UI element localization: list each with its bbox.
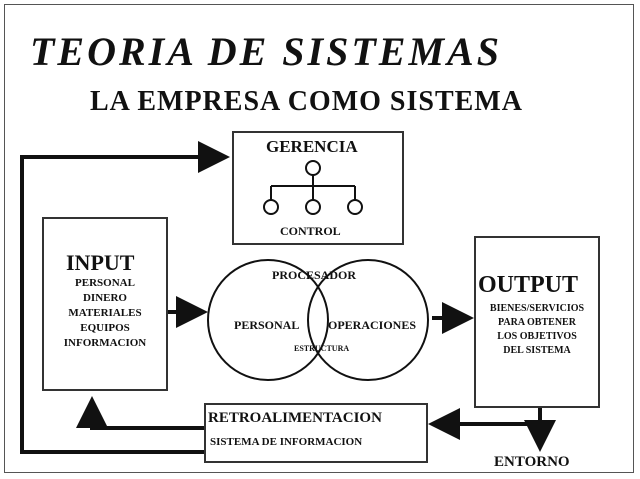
procesador-circle-left bbox=[207, 259, 329, 381]
procesador-label: PROCESADOR bbox=[272, 268, 357, 282]
procesador-estructura-label: ESTRUCTURA bbox=[294, 344, 350, 353]
feedback-loop-line bbox=[20, 141, 230, 454]
input-item: INFORMACION bbox=[63, 337, 147, 349]
output-heading: OUTPUT bbox=[478, 272, 579, 298]
input-item: MATERIALES bbox=[68, 307, 142, 319]
sistema-informacion-label: SISTEMA DE INFORMACION bbox=[210, 436, 363, 448]
input-item: PERSONAL bbox=[75, 277, 135, 289]
output-item: BIENES/SERVICIOS bbox=[489, 303, 585, 314]
gerencia-label: GERENCIA bbox=[266, 137, 358, 156]
retro-to-input-line bbox=[76, 396, 204, 430]
procesador-personal-label: PERSONAL bbox=[234, 318, 300, 332]
diagram-frame bbox=[4, 4, 634, 473]
output-item: LOS OBJETIVOS bbox=[497, 331, 577, 342]
input-heading: INPUT bbox=[66, 250, 135, 275]
procesador-circle-right bbox=[307, 259, 429, 381]
output-items: BIENES/SERVICIOS PARA OBTENER LOS OBJETI… bbox=[476, 302, 598, 358]
procesador-operaciones-label: OPERACIONES bbox=[328, 318, 417, 332]
input-item: DINERO bbox=[82, 292, 127, 304]
input-item: EQUIPOS bbox=[80, 322, 130, 334]
org-chart-overlay bbox=[263, 160, 363, 215]
retroalimentacion-box bbox=[204, 403, 428, 463]
output-item: PARA OBTENER bbox=[498, 317, 576, 328]
retroalimentacion-label: RETROALIMENTACION bbox=[208, 410, 382, 426]
output-item: DEL SISTEMA bbox=[503, 345, 571, 356]
page-title: TEORIA DE SISTEMAS bbox=[30, 29, 502, 74]
entorno-label: ENTORNO bbox=[494, 454, 570, 470]
input-box bbox=[42, 217, 168, 391]
output-to-retro-line bbox=[428, 408, 542, 440]
page-subtitle: LA EMPRESA COMO SISTEMA bbox=[90, 86, 523, 117]
control-label: CONTROL bbox=[280, 224, 341, 238]
output-box bbox=[474, 236, 600, 408]
input-items: PERSONAL DINERO MATERIALES EQUIPOS INFOR… bbox=[50, 276, 160, 351]
gerencia-box bbox=[232, 131, 404, 245]
